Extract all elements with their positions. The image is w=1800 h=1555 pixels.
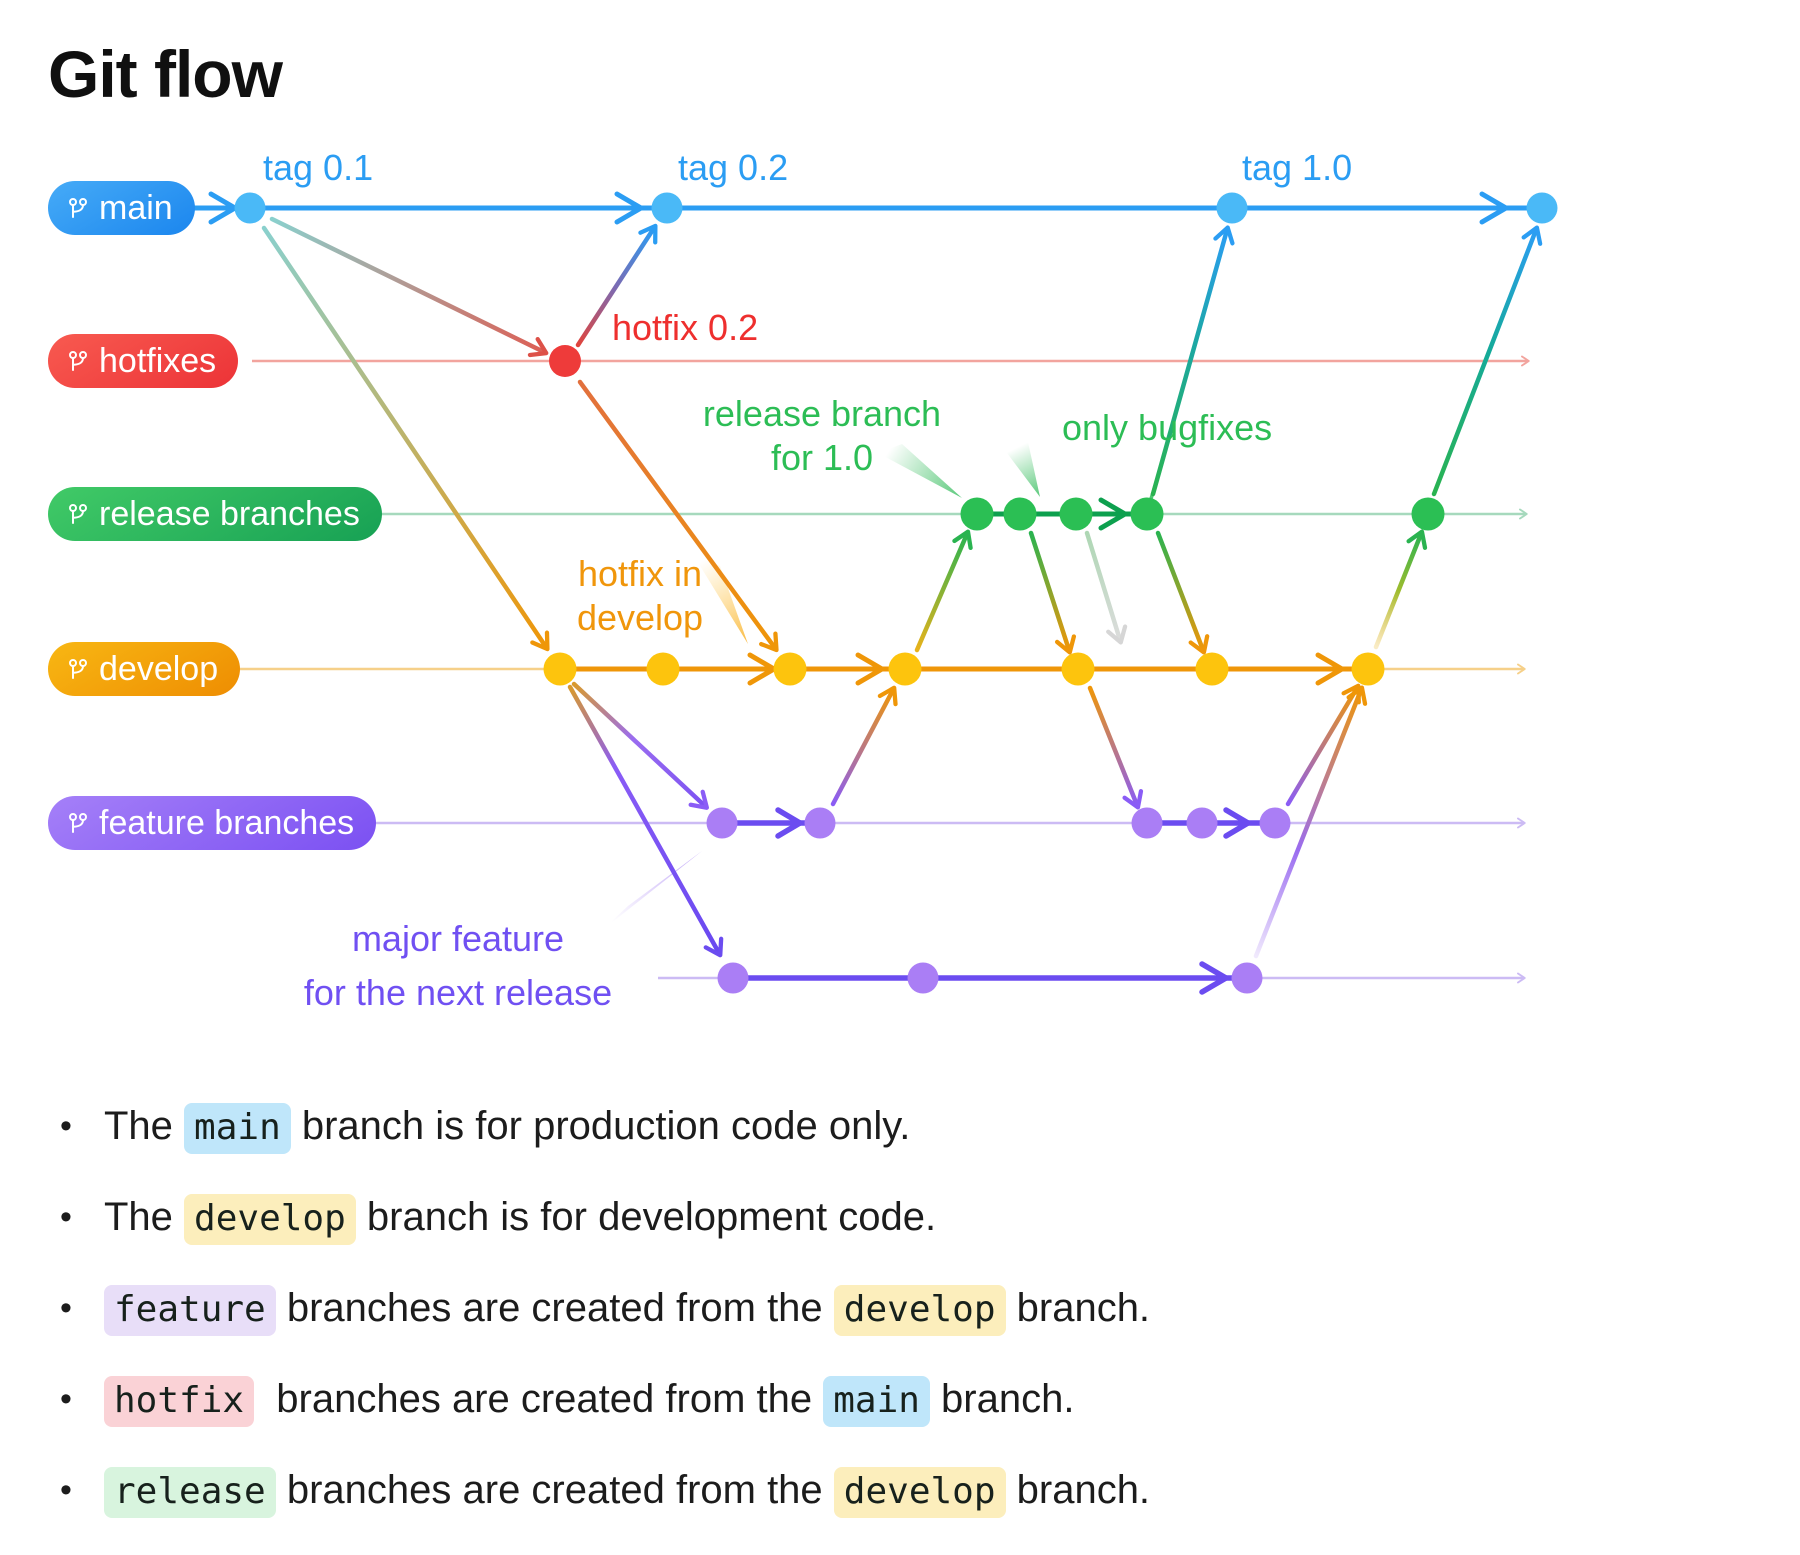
commit-dot xyxy=(646,652,680,686)
main-commits xyxy=(234,192,1558,224)
git-branch-icon xyxy=(69,198,87,218)
chip-develop: develop xyxy=(184,1194,356,1245)
release-label-cone-left xyxy=(878,444,962,498)
commit-dot xyxy=(1526,192,1558,224)
commit-dot xyxy=(1216,192,1248,224)
arrow-develop-to-major xyxy=(567,684,724,958)
tag-0-2-label: tag 0.2 xyxy=(678,147,789,188)
arrow-release-to-develop-2 xyxy=(1155,530,1210,655)
arrow-main-to-develop xyxy=(261,225,550,652)
bullet-hotfix: •hotfix branches are created from the ma… xyxy=(60,1373,1740,1427)
commit-dot xyxy=(888,652,922,686)
branch-pill-label: feature branches xyxy=(99,803,355,842)
commit-dot xyxy=(773,652,807,686)
arrow-release-to-develop-faded xyxy=(1084,530,1128,645)
commit-dot xyxy=(543,652,577,686)
bullet-main: •The main branch is for production code … xyxy=(60,1100,1740,1154)
arrow-develop-to-release xyxy=(914,529,973,653)
commit-dot xyxy=(651,192,683,224)
commit-dot xyxy=(1061,652,1095,686)
commit-dot xyxy=(1195,652,1229,686)
branch-pill-feature: feature branches xyxy=(48,796,377,850)
bullet-feature: •feature branches are created from the d… xyxy=(60,1282,1740,1336)
hotfix-in-develop-cone xyxy=(694,556,748,644)
release-label-cone-right xyxy=(1004,442,1040,497)
commit-dot xyxy=(1003,497,1037,531)
gitflow-diagram xyxy=(192,191,1558,995)
commit-dot xyxy=(549,345,581,377)
branch-pill-label: release branches xyxy=(99,494,360,533)
commit-dot xyxy=(1131,807,1163,839)
arrow-hotfix-to-main xyxy=(575,223,658,348)
commit-dot xyxy=(1059,497,1093,531)
commit-dot xyxy=(1411,497,1445,531)
commit-dot xyxy=(960,497,994,531)
arrow-hotfix-to-develop xyxy=(577,379,779,653)
major-feature-label: major feature for the next release xyxy=(303,918,613,1013)
commit-dot xyxy=(1186,807,1218,839)
commit-dot xyxy=(234,192,266,224)
arrow-develop-to-feature1 xyxy=(571,681,709,810)
branch-pill-main: main xyxy=(48,181,195,235)
branch-lines xyxy=(192,205,1542,984)
branch-pill-label: hotfixes xyxy=(99,341,217,380)
tag-1-0-label: tag 1.0 xyxy=(1242,147,1353,188)
chip-hotfix: hotfix xyxy=(104,1376,255,1427)
notes-list: •The main branch is for production code … xyxy=(60,1100,1740,1555)
git-branch-icon xyxy=(69,659,87,679)
chip-main: main xyxy=(823,1376,930,1427)
chip-develop: develop xyxy=(833,1467,1006,1518)
feature-commits xyxy=(706,807,1291,839)
branch-pill-label: main xyxy=(99,188,173,227)
arrow-develop-to-release2 xyxy=(1373,529,1428,650)
arrow-release-to-main-tag10 xyxy=(1150,225,1235,497)
chip-develop: develop xyxy=(833,1285,1006,1336)
commit-dot xyxy=(1351,652,1385,686)
hotfix-commits xyxy=(549,345,581,377)
chip-release: release xyxy=(104,1467,276,1518)
arrow-feature-to-develop xyxy=(830,685,898,807)
major-feature-cone xyxy=(600,851,702,932)
arrow-major-to-develop xyxy=(1253,685,1368,959)
hotfix-in-develop-label: hotfix in develop xyxy=(576,553,704,638)
only-bugfixes-label: only bugfixes xyxy=(1062,407,1273,448)
arrow-develop-to-feature2 xyxy=(1087,685,1144,810)
release-commits xyxy=(960,497,1445,531)
hotfix-0-2-label: hotfix 0.2 xyxy=(612,307,759,348)
release-branch-label: release branch for 1.0 xyxy=(702,393,942,478)
develop-commits xyxy=(543,652,1385,686)
merge-arrows xyxy=(261,216,1543,959)
git-branch-icon xyxy=(69,813,87,833)
branch-pill-label: develop xyxy=(99,649,219,688)
page-title: Git flow xyxy=(48,37,283,111)
bullet-release: •release branches are created from the d… xyxy=(60,1464,1740,1518)
branch-pill-develop: develop xyxy=(48,642,241,696)
commit-dot xyxy=(804,807,836,839)
commit-dot xyxy=(1259,807,1291,839)
tag-0-1-label: tag 0.1 xyxy=(263,147,374,188)
arrow-main-to-hotfix xyxy=(269,216,549,358)
major-feature-commits xyxy=(717,962,1263,994)
arrow-feature2-to-develop xyxy=(1285,683,1361,807)
commit-dot xyxy=(706,807,738,839)
chip-feature: feature xyxy=(104,1285,276,1336)
bullet-develop: •The develop branch is for development c… xyxy=(60,1191,1740,1245)
branch-pill-hotfixes: hotfixes xyxy=(48,334,239,388)
arrow-release-to-develop-1 xyxy=(1028,530,1077,655)
branch-pill-release: release branches xyxy=(48,487,382,541)
commit-dot xyxy=(1231,962,1263,994)
commit-dot xyxy=(1130,497,1164,531)
arrow-release2-to-main xyxy=(1431,225,1543,497)
commit-dot xyxy=(907,962,939,994)
commit-dot xyxy=(717,962,749,994)
chip-main: main xyxy=(184,1103,291,1154)
commit-chevrons xyxy=(208,191,1509,995)
git-branch-icon xyxy=(69,504,87,524)
git-branch-icon xyxy=(69,351,87,371)
